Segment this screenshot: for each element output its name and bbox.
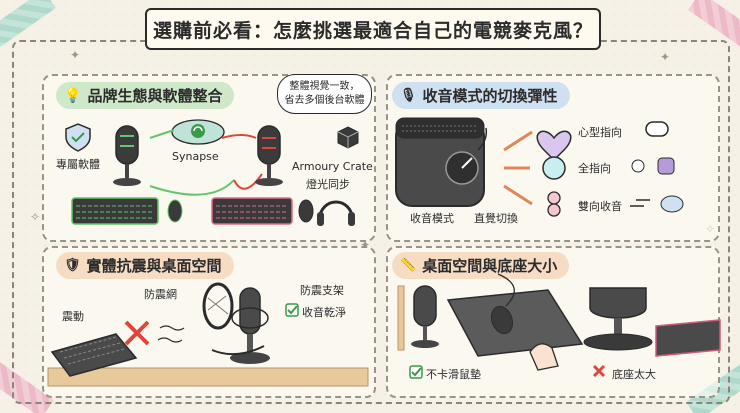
lighting-sync-label: 燈光同步 bbox=[306, 178, 350, 191]
mode-knob-icon bbox=[445, 151, 479, 185]
ecosystem-heading: 💡 品牌生態與軟體整合 bbox=[56, 82, 235, 109]
shock-heading-text: 實體抗震與桌面空間 bbox=[86, 257, 222, 275]
red-microphone-icon bbox=[255, 125, 283, 186]
pad-edge-icon bbox=[655, 319, 721, 357]
omni-pattern-icon bbox=[542, 156, 566, 180]
arrow-to-bidirectional bbox=[503, 184, 533, 206]
rotate-arrow-icon bbox=[477, 127, 488, 151]
rgb-keyboard-icon bbox=[211, 197, 293, 225]
omni-label: 全指向 bbox=[578, 162, 611, 175]
bidirectional-label: 雙向收音 bbox=[578, 200, 622, 213]
armoury-crate-label: Armoury Crate bbox=[292, 160, 373, 173]
hand-icon bbox=[529, 343, 559, 371]
arrow-to-cardioid bbox=[503, 130, 533, 152]
smooth-mouse-label: 不卡滑鼠墊 bbox=[426, 368, 481, 381]
armoury-crate-icon bbox=[337, 126, 359, 149]
ruler-icon: 📏 bbox=[400, 258, 417, 273]
cross-icon bbox=[592, 364, 606, 378]
pop-filter-label: 防震網 bbox=[144, 288, 177, 301]
intuitive-switch-label: 直覺切換 bbox=[474, 212, 518, 225]
shield-icon: 🛡 bbox=[64, 258, 81, 273]
sparkle-icon: ✦ bbox=[360, 238, 371, 252]
gamepad-icon bbox=[645, 121, 669, 137]
mouse-icon bbox=[298, 199, 314, 223]
title-banner: 選購前必看：怎麼挑選最適合自己的電競麥克風？ bbox=[145, 8, 601, 50]
swap-arrows-icon bbox=[630, 199, 650, 207]
large-base-microphone-icon bbox=[583, 287, 653, 351]
cardioid-label: 心型指向 bbox=[578, 126, 622, 139]
podcast-app-icon bbox=[657, 157, 675, 175]
cloud-synapse-icon bbox=[171, 119, 225, 145]
bubble-line-1: 整體視覺一致， bbox=[289, 81, 360, 92]
ruler-icon bbox=[397, 285, 405, 351]
exclusive-software-label: 專屬軟體 bbox=[56, 158, 100, 171]
pop-filter-icon bbox=[202, 282, 234, 330]
green-keyboard-icon bbox=[71, 197, 183, 225]
shock-mount-label: 防震支架 bbox=[300, 284, 344, 297]
mouse-pad-icon bbox=[446, 289, 584, 357]
chat-bubble-icon bbox=[660, 195, 684, 213]
bubble-line-2: 省去多個後台軟體 bbox=[284, 95, 365, 106]
microphone-icon: 🎙 bbox=[400, 88, 417, 103]
shock-heading: 🛡 實體抗震與桌面空間 bbox=[56, 252, 234, 279]
mouse-icon bbox=[490, 305, 514, 335]
page-title: 選購前必看：怎麼挑選最適合自己的電競麥克風？ bbox=[152, 19, 593, 42]
desk-surface bbox=[47, 367, 369, 387]
lightbulb-icon: 💡 bbox=[64, 87, 82, 104]
headset-icon bbox=[317, 200, 355, 226]
green-microphone-icon bbox=[113, 125, 141, 186]
desk-space-heading-text: 桌面空間與底座大小 bbox=[422, 257, 558, 275]
vibration-waves-icon bbox=[157, 325, 185, 343]
pickup-modes-heading: 🎙 收音模式的切換彈性 bbox=[392, 82, 570, 109]
shield-icon bbox=[65, 123, 91, 152]
speech-bubble: 整體視覺一致， 省去多個後台軟體 bbox=[277, 74, 372, 114]
synapse-label: Synapse bbox=[172, 150, 219, 163]
keyboard-icon bbox=[50, 333, 138, 377]
desk-space-heading: 📏 桌面空間與底座大小 bbox=[392, 252, 570, 279]
sparkle-icon: ✦ bbox=[660, 50, 671, 64]
pickup-modes-heading-text: 收音模式的切換彈性 bbox=[422, 87, 558, 105]
vibration-label: 震動 bbox=[62, 310, 84, 323]
sparkle-icon: ✧ bbox=[30, 210, 41, 224]
mode-knob-label: 收音模式 bbox=[410, 212, 454, 225]
clean-audio-label: 收音乾淨 bbox=[302, 306, 346, 319]
boom-arm bbox=[211, 345, 265, 356]
podcast-mic-icon bbox=[631, 159, 645, 173]
shock-mount-microphone-icon bbox=[230, 287, 270, 364]
figure-eight-pattern-icon bbox=[547, 191, 561, 217]
cross-icon bbox=[124, 320, 150, 346]
base-too-big-label: 底座太大 bbox=[612, 368, 656, 381]
ecosystem-heading-text: 品牌生態與軟體整合 bbox=[87, 87, 223, 105]
sparkle-icon: ✦ bbox=[70, 48, 81, 62]
compact-microphone-icon bbox=[411, 285, 439, 348]
